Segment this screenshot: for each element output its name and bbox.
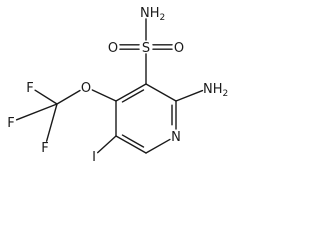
bond-c-h-c-iodo [115, 135, 147, 154]
atom-f-bottom: F [41, 141, 48, 156]
bond-c-cf3-f-left [15, 103, 58, 121]
bond-c-cf3-f-bottom [45, 103, 58, 142]
atom-sulfur: S [142, 41, 150, 56]
bond-c-sulfonyl-c-amino [145, 83, 177, 102]
atom-nh2-amino: NH2 [203, 82, 228, 99]
bond-c-ocf3-c-sulfonyl [115, 83, 147, 102]
bond-c-ocf3-o-ether [91, 89, 117, 102]
bond-c-cf3-f-top [34, 89, 58, 105]
atom-n-ring: N [171, 130, 181, 145]
bond-c-iodo-iodine [96, 135, 117, 154]
atom-nh2-sulfonamide: NH2 [140, 6, 165, 23]
atom-o-ether: O [81, 81, 91, 96]
atom-o-right: O [174, 41, 184, 56]
atom-o-left: O [108, 41, 118, 56]
bond-c-h-c-iodo-inner [121, 134, 145, 148]
atom-f-left: F [7, 116, 14, 131]
atom-f-top: F [26, 81, 33, 96]
bond-n-ring-c-h [145, 138, 171, 154]
bond-c-amino-nh2-amino [175, 89, 204, 102]
bond-c-ocf3-c-sulfonyl-inner [121, 89, 145, 103]
bond-o-ether-c-cf3 [56, 89, 81, 105]
atom-iodine: I [92, 150, 96, 165]
bond-layer [15, 18, 204, 154]
